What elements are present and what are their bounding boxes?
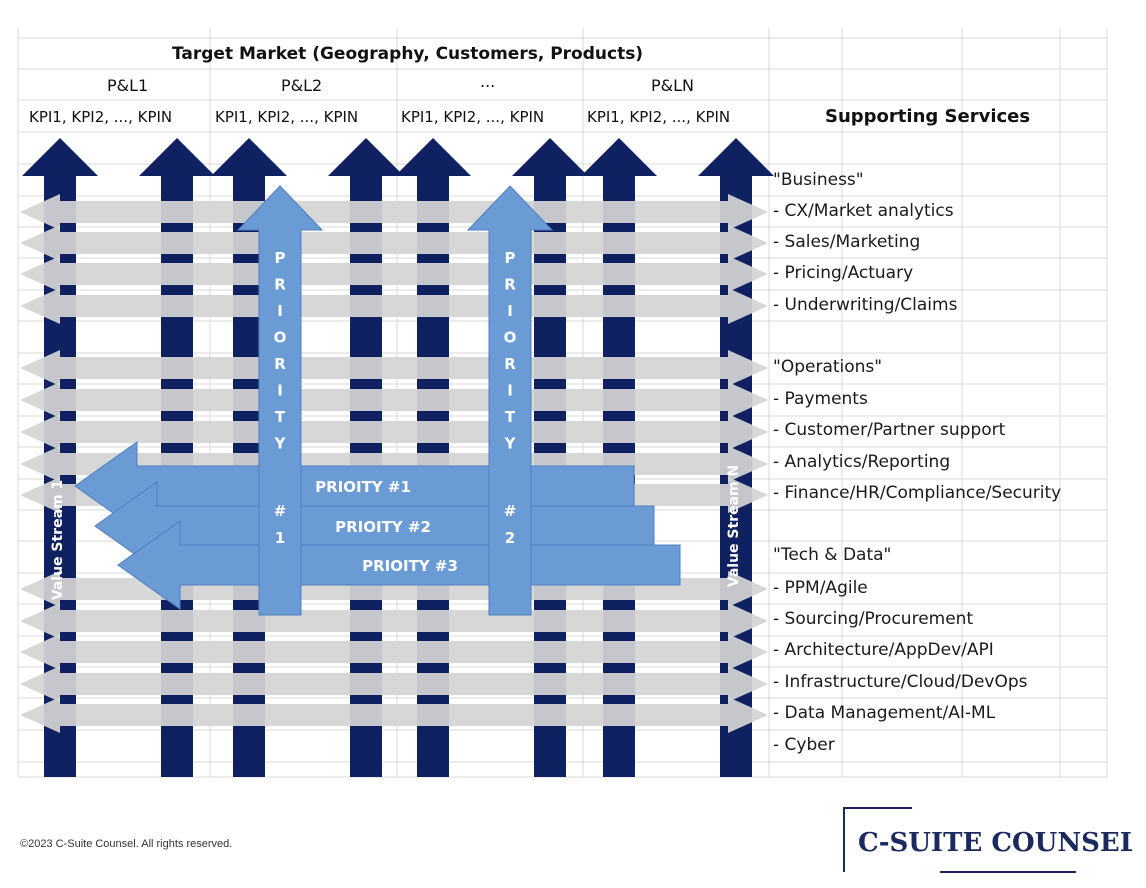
priority-column-letter: T <box>505 408 516 426</box>
priority-column-arrow-2 <box>466 185 554 616</box>
service-customer-partner-support: - Customer/Partner support <box>773 420 1006 440</box>
priority-column-letter: O <box>274 329 287 347</box>
service-band-arrow <box>20 603 768 639</box>
service-band-arrow <box>20 666 768 702</box>
service-business: "Business" <box>773 170 864 190</box>
service-underwriting-claims: - Underwriting/Claims <box>773 295 958 315</box>
priority-column-letter: Y <box>504 435 517 453</box>
service-band-arrow <box>20 225 768 261</box>
service-tech-data: "Tech & Data" <box>773 545 892 565</box>
priority-column-letter: I <box>507 302 513 320</box>
service-band-arrow <box>20 414 768 450</box>
priority-column-letter: R <box>504 355 516 373</box>
service-band-arrow <box>20 256 768 292</box>
priority-column-letter: I <box>277 382 283 400</box>
value-stream-1-label: Value Stream 1 <box>50 480 66 600</box>
target-market-title: Target Market (Geography, Customers, Pro… <box>172 44 644 64</box>
service-architecture: - Architecture/AppDev/API <box>773 640 994 660</box>
c-suite-counsel-logo: C-SUITE COUNSEL <box>843 807 1132 873</box>
priority-bar-label-3: PRIOITY #3 <box>362 557 458 575</box>
priority-column-letter: R <box>274 355 286 373</box>
service-cx-market-analytics: - CX/Market analytics <box>773 201 954 221</box>
priority-column-number: 2 <box>505 529 515 547</box>
logo-text: C-SUITE COUNSEL <box>858 828 1132 858</box>
priority-column-letter: P <box>275 249 286 267</box>
priority-column-letter: Y <box>274 435 287 453</box>
service-sourcing-procurement: - Sourcing/Procurement <box>773 609 974 629</box>
priority-column-letter: R <box>274 276 286 294</box>
service-band-arrow <box>20 634 768 670</box>
priority-column-letter: O <box>504 329 517 347</box>
priority-bar-label-1: PRIOITY #1 <box>315 478 411 496</box>
pl-column-3: ... <box>480 72 496 91</box>
priority-column-letter: P <box>505 249 516 267</box>
service-cyber: - Cyber <box>773 735 835 755</box>
service-finance-hr-compliance: - Finance/HR/Compliance/Security <box>773 483 1062 503</box>
service-ppm-agile: - PPM/Agile <box>773 578 868 598</box>
service-sales-marketing: - Sales/Marketing <box>773 232 921 252</box>
priority-column-arrow-1 <box>236 185 324 616</box>
pl-column-n: P&LN <box>651 76 695 95</box>
service-pricing-actuary: - Pricing/Actuary <box>773 263 914 283</box>
priority-column-number: # <box>274 502 287 520</box>
service-band-arrow <box>20 350 768 386</box>
service-payments: - Payments <box>773 389 868 409</box>
service-band-arrow <box>20 288 768 324</box>
priority-column-letter: T <box>275 408 286 426</box>
service-infrastructure: - Infrastructure/Cloud/DevOps <box>773 672 1028 692</box>
kpi-row-1: KPI1, KPI2, ..., KPIN <box>29 108 173 126</box>
service-analytics-reporting: - Analytics/Reporting <box>773 452 951 472</box>
supporting-services-title: Supporting Services <box>825 106 1031 127</box>
priority-column-letter: I <box>277 302 283 320</box>
priority-column-number: 1 <box>275 529 285 547</box>
kpi-row-2: KPI1, KPI2, ..., KPIN <box>215 108 359 126</box>
service-band-arrow <box>20 194 768 230</box>
pl-column-2: P&L2 <box>281 76 323 95</box>
service-band-arrow <box>20 697 768 733</box>
value-stream-n-label: Value Stream N <box>726 465 742 587</box>
priority-column-number: # <box>504 502 517 520</box>
priority-column-letter: I <box>507 382 513 400</box>
service-operations: "Operations" <box>773 357 883 377</box>
priority-bar-label-2: PRIOITY #2 <box>335 518 431 536</box>
service-data-management: - Data Management/AI-ML <box>773 703 996 723</box>
copyright-notice: ©2023 C-Suite Counsel. All rights reserv… <box>20 838 233 850</box>
kpi-row-n: KPI1, KPI2, ..., KPIN <box>587 108 731 126</box>
priority-column-letter: R <box>504 276 516 294</box>
priority-bar-arrow-3 <box>117 520 681 610</box>
kpi-row-3: KPI1, KPI2, ..., KPIN <box>401 108 545 126</box>
pl-column-1: P&L1 <box>107 76 149 95</box>
service-band-arrow <box>20 382 768 418</box>
